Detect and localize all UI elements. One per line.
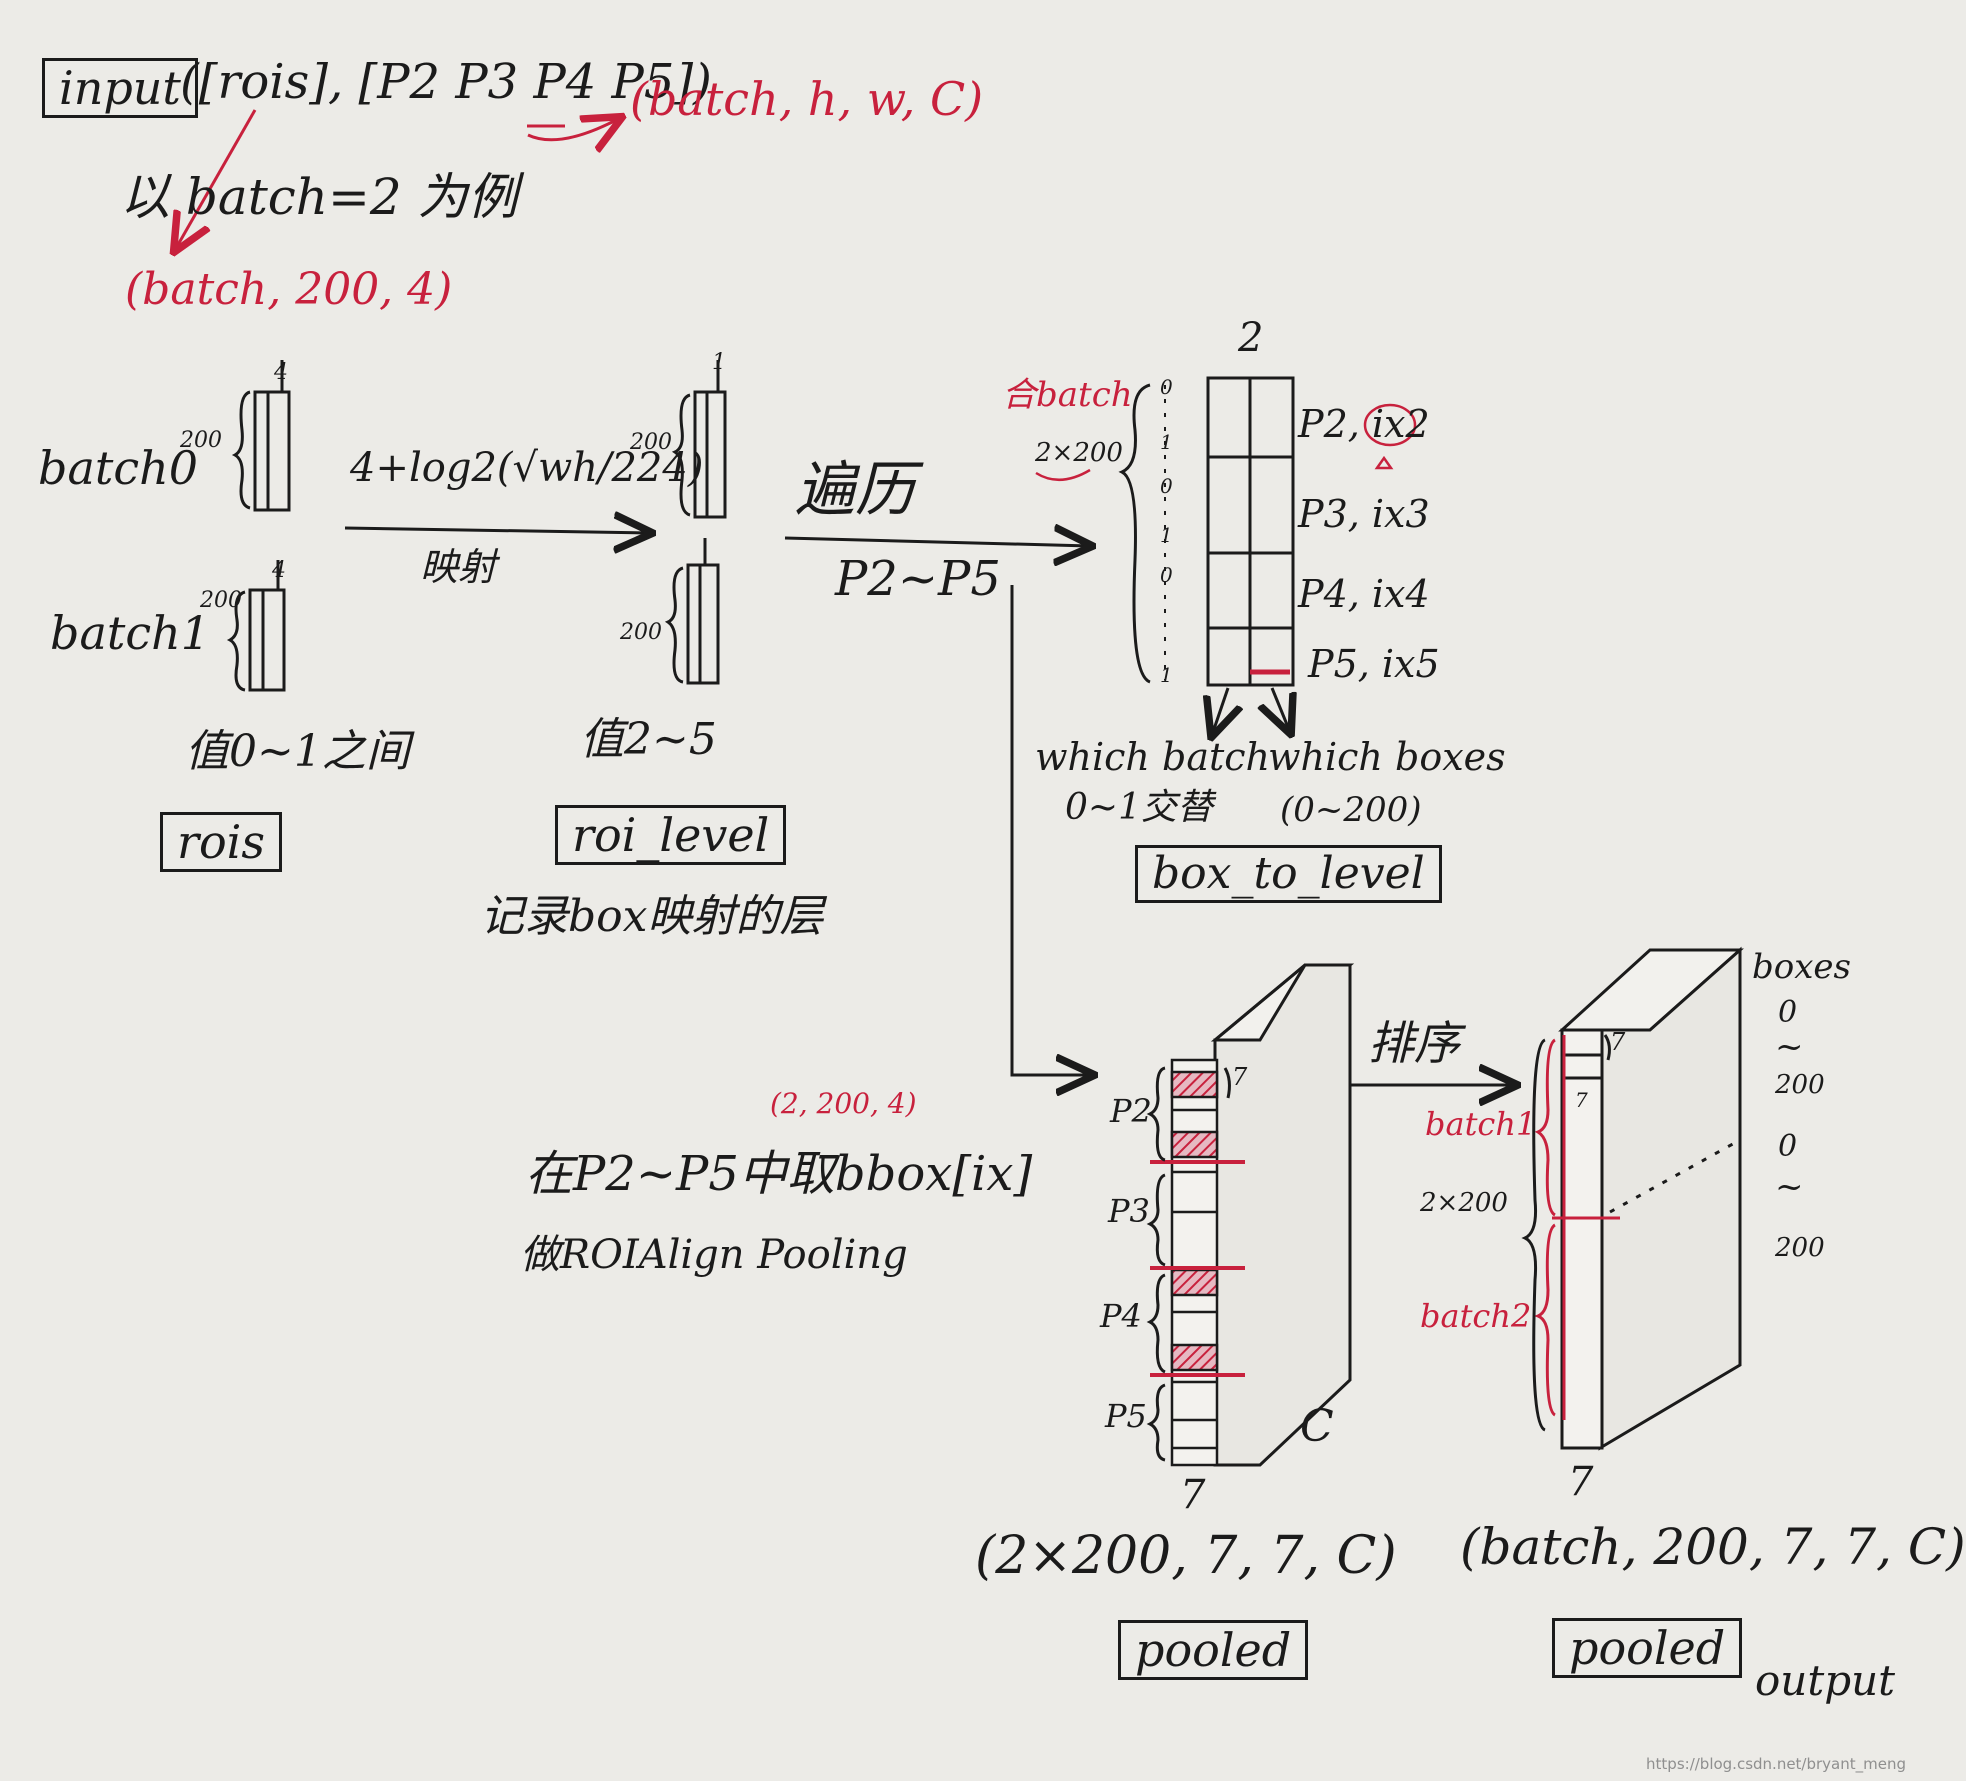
which-boxes-note: (0~200) xyxy=(1280,790,1422,830)
level-p3: P3, ix3 xyxy=(1298,492,1430,536)
which-boxes: which boxes xyxy=(1268,735,1506,779)
batch0-label: batch0 xyxy=(38,441,199,495)
rois-shape-arrow xyxy=(175,109,257,250)
box-to-level-rows: 2×200 xyxy=(1035,438,1123,468)
boxes-range: 200 xyxy=(1775,1233,1825,1263)
merge-batch-note: 合batch xyxy=(1002,375,1133,415)
pooled-right-height: 7 xyxy=(1610,1028,1626,1056)
feature-shape-arrow xyxy=(527,118,620,140)
roi-level-name: roi_level xyxy=(555,805,787,865)
level-p4: P4, ix4 xyxy=(1298,572,1430,616)
input-args: ([rois], [P2 P3 P4 P5]) xyxy=(180,54,712,110)
box-to-level-cols: 2 xyxy=(1238,315,1264,361)
sort-label: 排序 xyxy=(1368,1016,1460,1070)
rois-name: rois xyxy=(160,812,283,872)
roi-level-note: 记录box映射的层 xyxy=(480,891,824,942)
rois-shape: (batch, 200, 4) xyxy=(125,264,453,315)
traverse-range: P2~P5 xyxy=(835,551,1001,607)
sorted-batch2: batch2 xyxy=(1420,1297,1532,1335)
pooled-left-shape: (2×200, 7, 7, C) xyxy=(975,1526,1397,1586)
box-to-level-name: box_to_level xyxy=(1135,845,1442,903)
pooled-right-slab xyxy=(1558,946,1744,1451)
pooled-level-p2: P2 xyxy=(1110,1092,1152,1130)
level-p5: P5, ix5 xyxy=(1308,642,1440,686)
pooled-right-red-edge xyxy=(1533,1035,1566,1420)
pooled-left-width: 7 xyxy=(1180,1472,1206,1518)
roi-align-shape: (2, 200, 4) xyxy=(770,1087,917,1120)
pooled-right-shape: (batch, 200, 7, 7, C) xyxy=(1460,1518,1966,1576)
boxes-range: ~ xyxy=(1775,1167,1804,1207)
boxes-range: ~ xyxy=(1775,1027,1804,1067)
box-to-level-grid xyxy=(1118,376,1295,687)
example-note: 以 batch=2 为例 xyxy=(120,168,518,226)
pooled-left-column xyxy=(1170,1058,1219,1467)
level-p2: P2, ix2 xyxy=(1298,402,1430,446)
boxes-range: 200 xyxy=(1775,1070,1825,1100)
pooled-level-p5: P5 xyxy=(1105,1397,1147,1435)
pooled-level-p3: P3 xyxy=(1108,1192,1150,1230)
batch-index: 0 xyxy=(1160,563,1173,587)
pooled-left-level-separators xyxy=(1150,1160,1245,1377)
pooled-left-braces xyxy=(1146,1066,1231,1462)
boxes-range: 0 xyxy=(1778,995,1798,1030)
sorted-rows: 2×200 xyxy=(1420,1188,1508,1218)
pooled-left-slab xyxy=(1210,963,1355,1467)
sorted-batch1: batch1 xyxy=(1425,1105,1537,1143)
roi-level-range-note: 值2~5 xyxy=(580,714,717,765)
notebook-page: input ([rois], [P2 P3 P4 P5]) (batch, h,… xyxy=(0,54,1966,1773)
boxes-title: boxes xyxy=(1752,947,1851,987)
rois-range-note: 值0~1之间 xyxy=(185,726,410,777)
batch1-label: batch1 xyxy=(50,606,211,660)
output-label: output xyxy=(1755,1656,1896,1705)
which-batch: which batch xyxy=(1035,735,1270,779)
watermark: https://blog.csdn.net/bryant_meng xyxy=(1646,1755,1906,1773)
mapping-arrow-label: 映射 xyxy=(420,545,497,589)
roi-level-columns xyxy=(664,360,727,685)
batch0-cols: 4 xyxy=(274,360,288,385)
roi-align-arrow xyxy=(1010,585,1092,1075)
diagram-drawing xyxy=(0,109,1744,1467)
batch-index: 0 xyxy=(1160,375,1173,399)
roi-level-rows-top: 200 xyxy=(630,430,672,455)
roi-align-line2: 做ROIAlign Pooling xyxy=(520,1232,908,1278)
traverse-arrow xyxy=(784,538,1090,546)
pooled-left-name: pooled xyxy=(1118,1620,1309,1680)
batch-index: 1 xyxy=(1160,430,1173,454)
batch-index: 1 xyxy=(1160,663,1173,687)
rois-batch0-column xyxy=(231,360,291,512)
batch1-cols: 4 xyxy=(272,558,286,583)
feature-shape: (batch, h, w, C) xyxy=(630,72,984,126)
batch-index: 0 xyxy=(1160,474,1173,498)
mapping-formula: 4+log2(√wh/224) xyxy=(350,445,704,491)
pooled-right-inner: 7 xyxy=(1575,1088,1588,1112)
which-batch-note: 0~1交替 xyxy=(1065,787,1213,828)
pooled-right-brace xyxy=(1521,1038,1546,1432)
pooled-right-width: 7 xyxy=(1568,1459,1594,1505)
rois-batch1-column xyxy=(226,560,286,692)
input-label: input xyxy=(42,58,198,118)
batch1-rows: 200 xyxy=(200,588,242,613)
mapping-arrow xyxy=(344,528,650,533)
roi-level-cols-top: 1 xyxy=(712,350,726,375)
pooled-left-height: 7 xyxy=(1232,1063,1248,1091)
pooled-level-p4: P4 xyxy=(1100,1297,1142,1335)
roi-level-rows-bottom: 200 xyxy=(620,620,662,645)
roi-align-line1: 在P2~P5中取bbox[ix] xyxy=(525,1146,1033,1202)
boxes-range: 0 xyxy=(1778,1129,1798,1164)
batch-index: 1 xyxy=(1160,523,1173,547)
batch0-rows: 200 xyxy=(180,428,222,453)
pooled-right-name: pooled xyxy=(1552,1618,1743,1678)
pooled-left-channels: C xyxy=(1300,1401,1334,1452)
traverse-label: 遍历 xyxy=(795,455,915,525)
